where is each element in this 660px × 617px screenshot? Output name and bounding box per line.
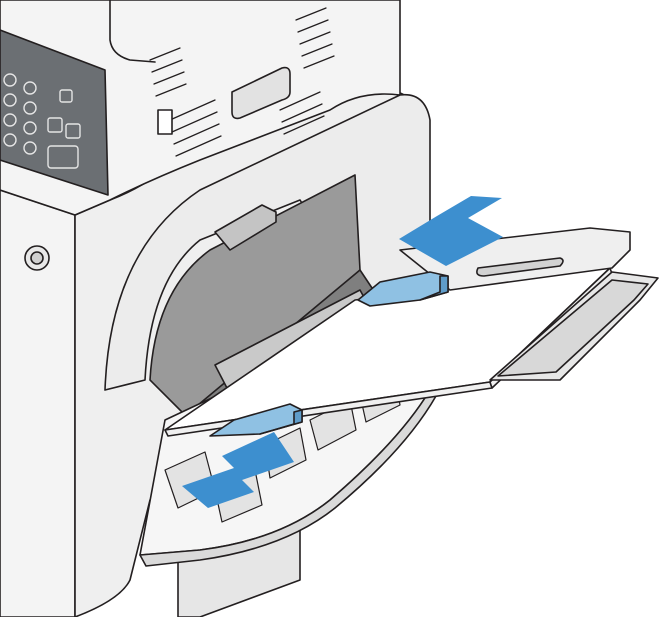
rear-guide-shade xyxy=(419,275,449,301)
extension-slot xyxy=(476,257,564,277)
side-handle xyxy=(231,66,291,120)
door-frame xyxy=(104,93,431,391)
extension-panel-inner xyxy=(497,279,649,377)
tray-flap xyxy=(214,204,277,251)
front-guide-shade xyxy=(259,409,303,435)
keypad xyxy=(3,73,81,169)
arrow-in-icon xyxy=(182,432,294,508)
side-latch xyxy=(157,109,173,135)
tray-cavity xyxy=(149,174,361,431)
power-button-icon[interactable] xyxy=(30,251,44,265)
scanner-edge xyxy=(109,0,156,63)
side-vents xyxy=(149,7,335,157)
arrow-in-icon xyxy=(399,196,503,266)
